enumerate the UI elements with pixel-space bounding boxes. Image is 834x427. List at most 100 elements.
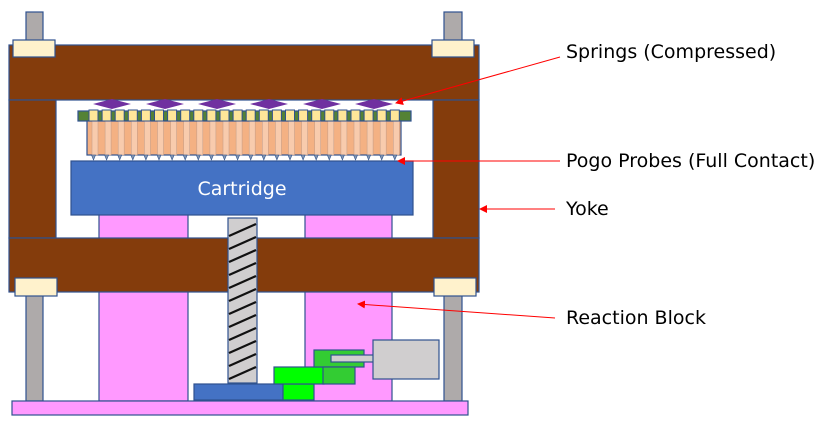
pogo-probe-tip <box>222 154 227 161</box>
screw-thread <box>228 352 257 368</box>
pogo-probes-label: Pogo Probes (Full Contact) <box>566 150 815 172</box>
pogo-probe-barrel <box>366 120 374 156</box>
probe-pad <box>140 109 151 122</box>
actuator-rod <box>330 354 375 363</box>
pogo-probe-tip <box>156 154 162 161</box>
probe-pad <box>101 109 112 122</box>
slider-block <box>282 383 315 401</box>
probe-pad <box>285 109 295 122</box>
bushing <box>433 277 477 297</box>
screw-thread <box>228 365 257 381</box>
yoke-top-plate <box>8 44 480 101</box>
screw-thread <box>228 222 257 238</box>
pogo-probe-tip <box>300 154 306 161</box>
screw-thread <box>228 300 257 316</box>
pogo-probe-tip <box>208 154 214 161</box>
pogo-probe-barrel <box>261 120 269 156</box>
pogo-probe-tip <box>287 154 293 161</box>
probe-pad <box>311 109 322 122</box>
pogo-probe-barrel <box>131 120 138 156</box>
pogo-probe-barrel <box>183 120 190 156</box>
cartridge <box>70 160 414 216</box>
pogo-probe-tip <box>339 154 345 161</box>
probe-pad <box>114 109 125 122</box>
screw-thread <box>228 261 257 277</box>
screw-thread <box>228 287 257 303</box>
pogo-probe-barrel <box>170 120 177 156</box>
pogo-probe-barrel <box>327 120 335 156</box>
screw-thread <box>228 339 257 355</box>
pogo-probe-barrel <box>117 120 125 156</box>
pogo-probe-barrel <box>314 120 322 156</box>
bushing <box>431 39 475 58</box>
reaction-arrow <box>357 300 556 319</box>
actuator-coupler-lower <box>322 366 356 385</box>
pogo-probe-barrel <box>301 120 308 156</box>
probe-pad <box>167 109 178 122</box>
pogo-probe-tip <box>392 154 398 161</box>
screw-thread <box>228 274 257 290</box>
spring <box>303 99 341 109</box>
screw-thread <box>228 313 257 329</box>
pogo-probe-tip <box>261 154 267 161</box>
pogo-probe-tip <box>235 154 241 161</box>
pogo-probe-tip <box>195 154 201 161</box>
pogo-probe-tip <box>366 154 372 161</box>
probe-pad <box>232 109 243 122</box>
probe-pad <box>245 109 256 122</box>
pogo-probe-tip <box>91 154 96 161</box>
spring <box>250 99 288 109</box>
spring <box>198 99 236 109</box>
pogo-probe-barrel <box>248 120 256 156</box>
springs-arrow <box>395 56 561 105</box>
probe-block <box>86 120 402 156</box>
pogo-probe-tip <box>169 154 175 161</box>
yoke-right-wall <box>432 99 480 239</box>
wedge-slider <box>193 383 284 401</box>
probe-pad <box>258 109 269 122</box>
pogo-probe-tip <box>130 154 136 161</box>
probe-pad <box>363 109 374 122</box>
pogo-probe-barrel <box>196 120 204 156</box>
pogo-probe-tip <box>326 154 332 161</box>
pogo-probe-tip <box>143 154 149 161</box>
springs-label: Springs (Compressed) <box>566 41 776 63</box>
probe-pad <box>324 109 335 122</box>
yoke-label: Yoke <box>565 198 609 220</box>
probe-pad <box>271 109 282 122</box>
probe-pad <box>88 109 99 122</box>
linkage-block <box>273 366 325 385</box>
probe-pad <box>298 109 309 122</box>
pogo-probe-tip <box>117 154 123 161</box>
pogo-probe-tip <box>379 154 385 161</box>
screw-thread <box>228 326 257 342</box>
probe-pad <box>219 109 230 122</box>
screw-thread <box>228 235 257 251</box>
pogo-probe-barrel <box>157 120 164 156</box>
pogo-probe-barrel <box>104 120 112 156</box>
pogo-probe-barrel <box>235 120 243 156</box>
pogo-probe-barrel <box>222 120 230 156</box>
pogo-probe-barrel <box>288 120 295 156</box>
pogo-probe-barrel <box>379 120 387 156</box>
probe-pad <box>376 109 387 122</box>
probe-pad <box>350 109 361 122</box>
spring <box>355 99 393 109</box>
spring <box>93 99 131 109</box>
probe-pad <box>180 109 191 122</box>
screw-thread <box>228 248 257 264</box>
pogo-probe-barrel <box>144 120 151 156</box>
probe-pad <box>127 109 138 122</box>
pogo-probe-barrel <box>353 120 361 156</box>
probe-pad <box>389 109 400 122</box>
pogo-probe-tip <box>182 154 188 161</box>
reaction-block-label: Reaction Block <box>566 307 706 329</box>
probe-pad <box>337 109 348 122</box>
cartridge-label: Cartridge <box>197 178 286 200</box>
pogo-probe-barrel <box>209 120 217 156</box>
probe-pad <box>193 109 204 122</box>
pogo-probe-barrel <box>275 120 282 156</box>
probe-pad <box>154 109 164 122</box>
pogo-probe-tip <box>313 154 319 161</box>
